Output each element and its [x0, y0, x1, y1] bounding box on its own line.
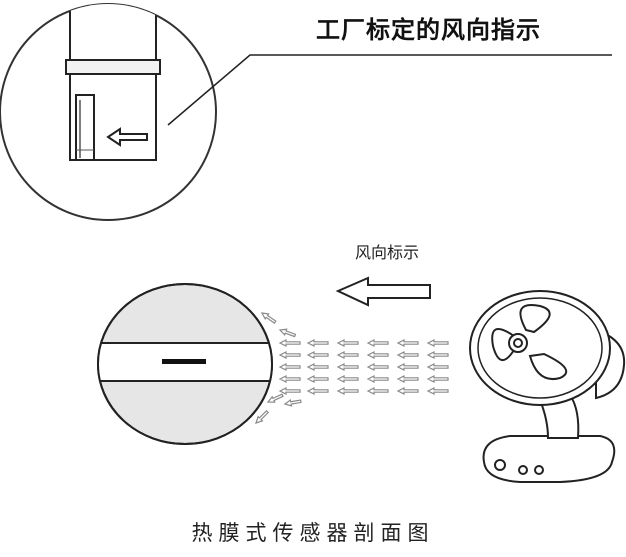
airflow-arrow-icon — [396, 351, 419, 359]
wind-direction-label: 风向标示 — [355, 243, 420, 262]
airflow-arrow-icon — [278, 351, 301, 359]
airflow-arrow-icon — [366, 351, 389, 359]
airflow-arrow-icon — [278, 339, 301, 347]
airflow-arrow-icon — [426, 375, 449, 383]
airflow-arrow-icon — [366, 363, 389, 371]
diagram-caption: 热膜式传感器剖面图 — [191, 521, 435, 545]
airflow-arrow-icon — [396, 363, 419, 371]
airflow-arrow-icon — [366, 339, 389, 347]
leader-line — [167, 54, 612, 126]
desk-fan-icon — [469, 290, 626, 483]
airflow-arrow-icon — [306, 351, 329, 359]
probe-arrow-icon — [106, 127, 148, 147]
airflow-arrow-icon — [336, 351, 359, 359]
sensor-probe-closeup — [65, 4, 161, 161]
airflow-arrow-icon — [336, 375, 359, 383]
airflow-arrow-icon — [366, 387, 389, 395]
airflow-arrow-icon — [278, 387, 301, 395]
airflow-arrow-icon — [336, 339, 359, 347]
detail-magnifier — [0, 3, 217, 221]
airflow-arrow-icon — [426, 339, 449, 347]
airflow-arrow-icon — [278, 363, 301, 371]
airflow-arrow-icon — [306, 375, 329, 383]
airflow-arrow-icon — [396, 387, 419, 395]
airflow-arrow-icon — [396, 339, 419, 347]
sensor-cross-section — [97, 283, 273, 445]
airflow-arrow-icon — [426, 387, 449, 395]
airflow-arrow-icon — [306, 387, 329, 395]
airflow-arrow-icon — [396, 375, 419, 383]
wind-direction-arrow-icon — [335, 276, 431, 307]
hot-film-element — [162, 359, 206, 364]
airflow-arrow-icon — [283, 398, 302, 407]
airflow-arrow-icon — [266, 393, 284, 403]
airflow-arrow-icon — [260, 312, 277, 324]
airflow-arrow-icon — [255, 409, 270, 424]
airflow-arrows — [255, 312, 449, 424]
airflow-arrow-icon — [336, 387, 359, 395]
airflow-arrow-icon — [306, 339, 329, 347]
airflow-arrow-icon — [426, 363, 449, 371]
airflow-arrow-icon — [426, 351, 449, 359]
airflow-arrow-icon — [306, 363, 329, 371]
airflow-arrow-icon — [366, 375, 389, 383]
airflow-arrow-icon — [336, 363, 359, 371]
airflow-arrow-icon — [278, 328, 297, 338]
airflow-arrow-icon — [278, 375, 301, 383]
factory-wind-direction-label: 工厂标定的风向指示 — [316, 16, 541, 44]
